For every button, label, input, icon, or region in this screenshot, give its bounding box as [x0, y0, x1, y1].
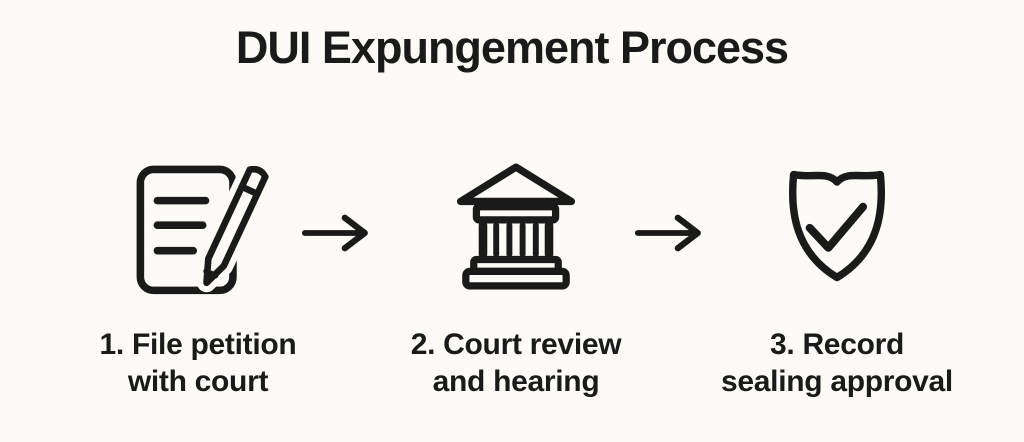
step-label-line2: with court: [127, 365, 269, 398]
step-record-sealing: 3. Record sealing approval: [687, 156, 987, 400]
step-court-review: 2. Court review and hearing: [366, 156, 666, 400]
step-file-petition: 1. File petition with court: [48, 156, 348, 400]
petition-document-pencil-icon: [136, 159, 269, 294]
step-label-line1: 2. Court review: [410, 328, 622, 361]
step-label: 1. File petition with court: [100, 326, 297, 400]
arrow-right-icon: [634, 214, 701, 252]
step-label-line2: sealing approval: [721, 365, 953, 398]
process-connector: [633, 211, 713, 255]
step-icon-area: [450, 156, 582, 300]
step-label: 2. Court review and hearing: [411, 326, 622, 400]
shield-check-icon: [788, 170, 886, 281]
step-icon-area: [127, 156, 269, 300]
step-label-line1: 3. Record: [769, 328, 904, 361]
step-label: 3. Record sealing approval: [721, 326, 953, 400]
arrow-right-icon: [301, 214, 368, 252]
page-title: DUI Expungement Process: [235, 22, 789, 73]
step-label-line2: and hearing: [432, 365, 600, 398]
step-label-line1: 1. File petition: [99, 328, 297, 361]
step-icon-area: [775, 156, 899, 300]
courthouse-icon: [456, 162, 576, 290]
process-connector: [300, 211, 380, 255]
